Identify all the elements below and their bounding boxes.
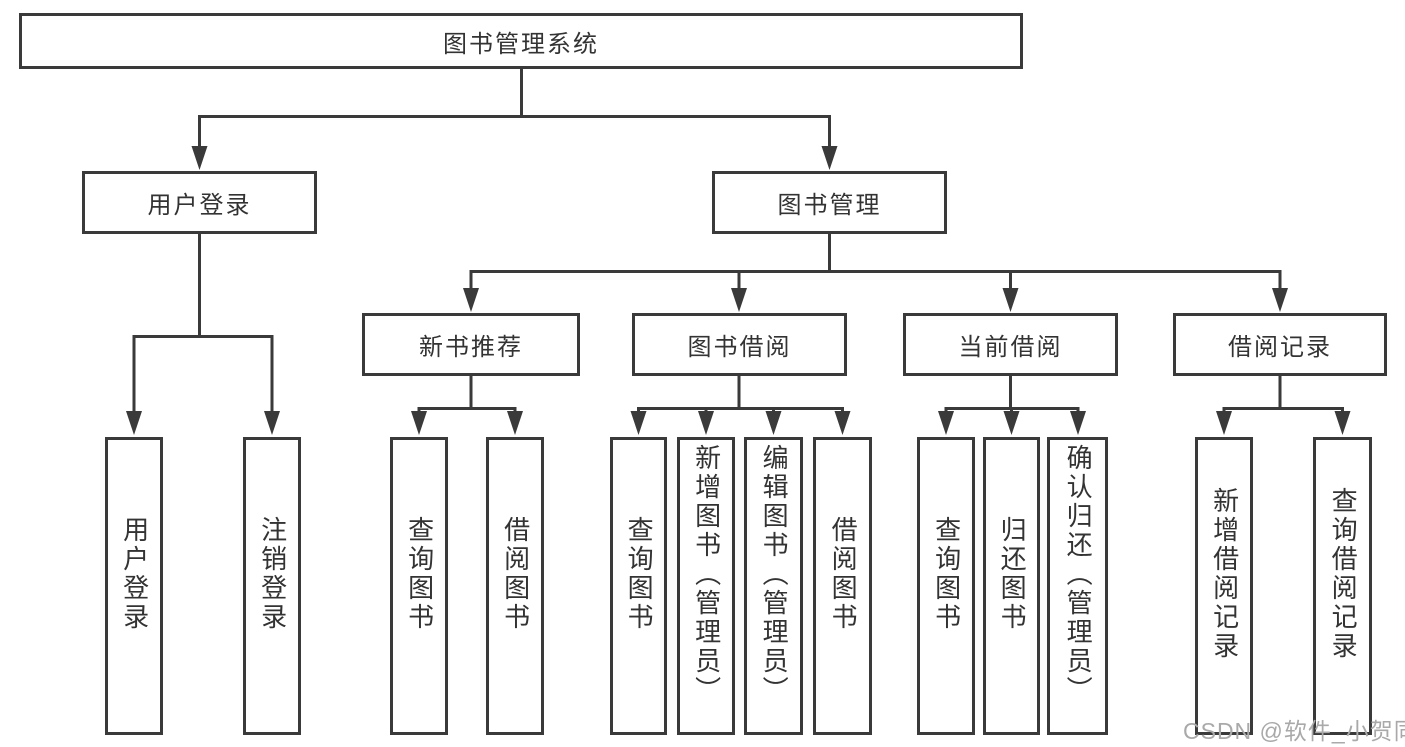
leaf-confirm-return-admin: 确认归还（管理员） <box>1047 437 1108 735</box>
node-new-book-recommend-label: 新书推荐 <box>419 334 523 361</box>
leaf-return-books-label: 归还图书 <box>997 516 1028 632</box>
leaf-add-books-admin-label: 新增图书（管理员） <box>691 443 722 705</box>
leaf-edit-books-admin: 编辑图书（管理员） <box>744 437 803 735</box>
node-book-management-label: 图书管理 <box>777 192 882 219</box>
node-borrow-record-label: 借阅记录 <box>1228 334 1332 361</box>
node-book-borrow: 图书借阅 <box>632 313 847 376</box>
leaf-logout: 注销登录 <box>243 437 301 735</box>
csdn-watermark: CSDN @软件_小贺同学 <box>1183 718 1405 744</box>
node-root-label: 图书管理系统 <box>443 30 599 58</box>
leaf-recommend-query-books-label: 查询图书 <box>404 516 435 632</box>
node-new-book-recommend: 新书推荐 <box>362 313 580 376</box>
leaf-user-login-label: 用户登录 <box>119 516 150 632</box>
leaf-return-books: 归还图书 <box>983 437 1040 735</box>
leaf-borrow-query-books-label: 查询图书 <box>624 516 655 632</box>
node-current-borrow-label: 当前借阅 <box>958 334 1063 361</box>
node-borrow-record: 借阅记录 <box>1173 313 1387 376</box>
leaf-recommend-borrow-books: 借阅图书 <box>486 437 544 735</box>
node-book-borrow-label: 图书借阅 <box>687 334 792 361</box>
leaf-confirm-return-admin-label: 确认归还（管理员） <box>1063 443 1094 705</box>
leaf-query-borrow-record: 查询借阅记录 <box>1313 437 1372 735</box>
leaf-borrow-books: 借阅图书 <box>813 437 872 735</box>
leaf-query-borrow-record-label: 查询借阅记录 <box>1328 487 1359 661</box>
leaf-current-query-books-label: 查询图书 <box>931 516 962 632</box>
leaf-recommend-query-books: 查询图书 <box>390 437 448 735</box>
node-root-system: 图书管理系统 <box>19 13 1023 69</box>
leaf-add-borrow-record: 新增借阅记录 <box>1195 437 1253 735</box>
node-book-management: 图书管理 <box>712 171 947 234</box>
leaf-current-query-books: 查询图书 <box>917 437 975 735</box>
node-user-login: 用户登录 <box>82 171 317 234</box>
leaf-logout-label: 注销登录 <box>257 516 288 632</box>
leaf-borrow-books-label: 借阅图书 <box>828 516 859 632</box>
leaf-user-login: 用户登录 <box>105 437 163 735</box>
leaf-recommend-borrow-books-label: 借阅图书 <box>500 516 531 632</box>
leaf-edit-books-admin-label: 编辑图书（管理员） <box>759 443 790 705</box>
leaf-add-books-admin: 新增图书（管理员） <box>677 437 735 735</box>
node-current-borrow: 当前借阅 <box>903 313 1118 376</box>
node-user-login-label: 用户登录 <box>147 192 252 219</box>
leaf-borrow-query-books: 查询图书 <box>610 437 667 735</box>
leaf-add-borrow-record-label: 新增借阅记录 <box>1209 487 1240 661</box>
